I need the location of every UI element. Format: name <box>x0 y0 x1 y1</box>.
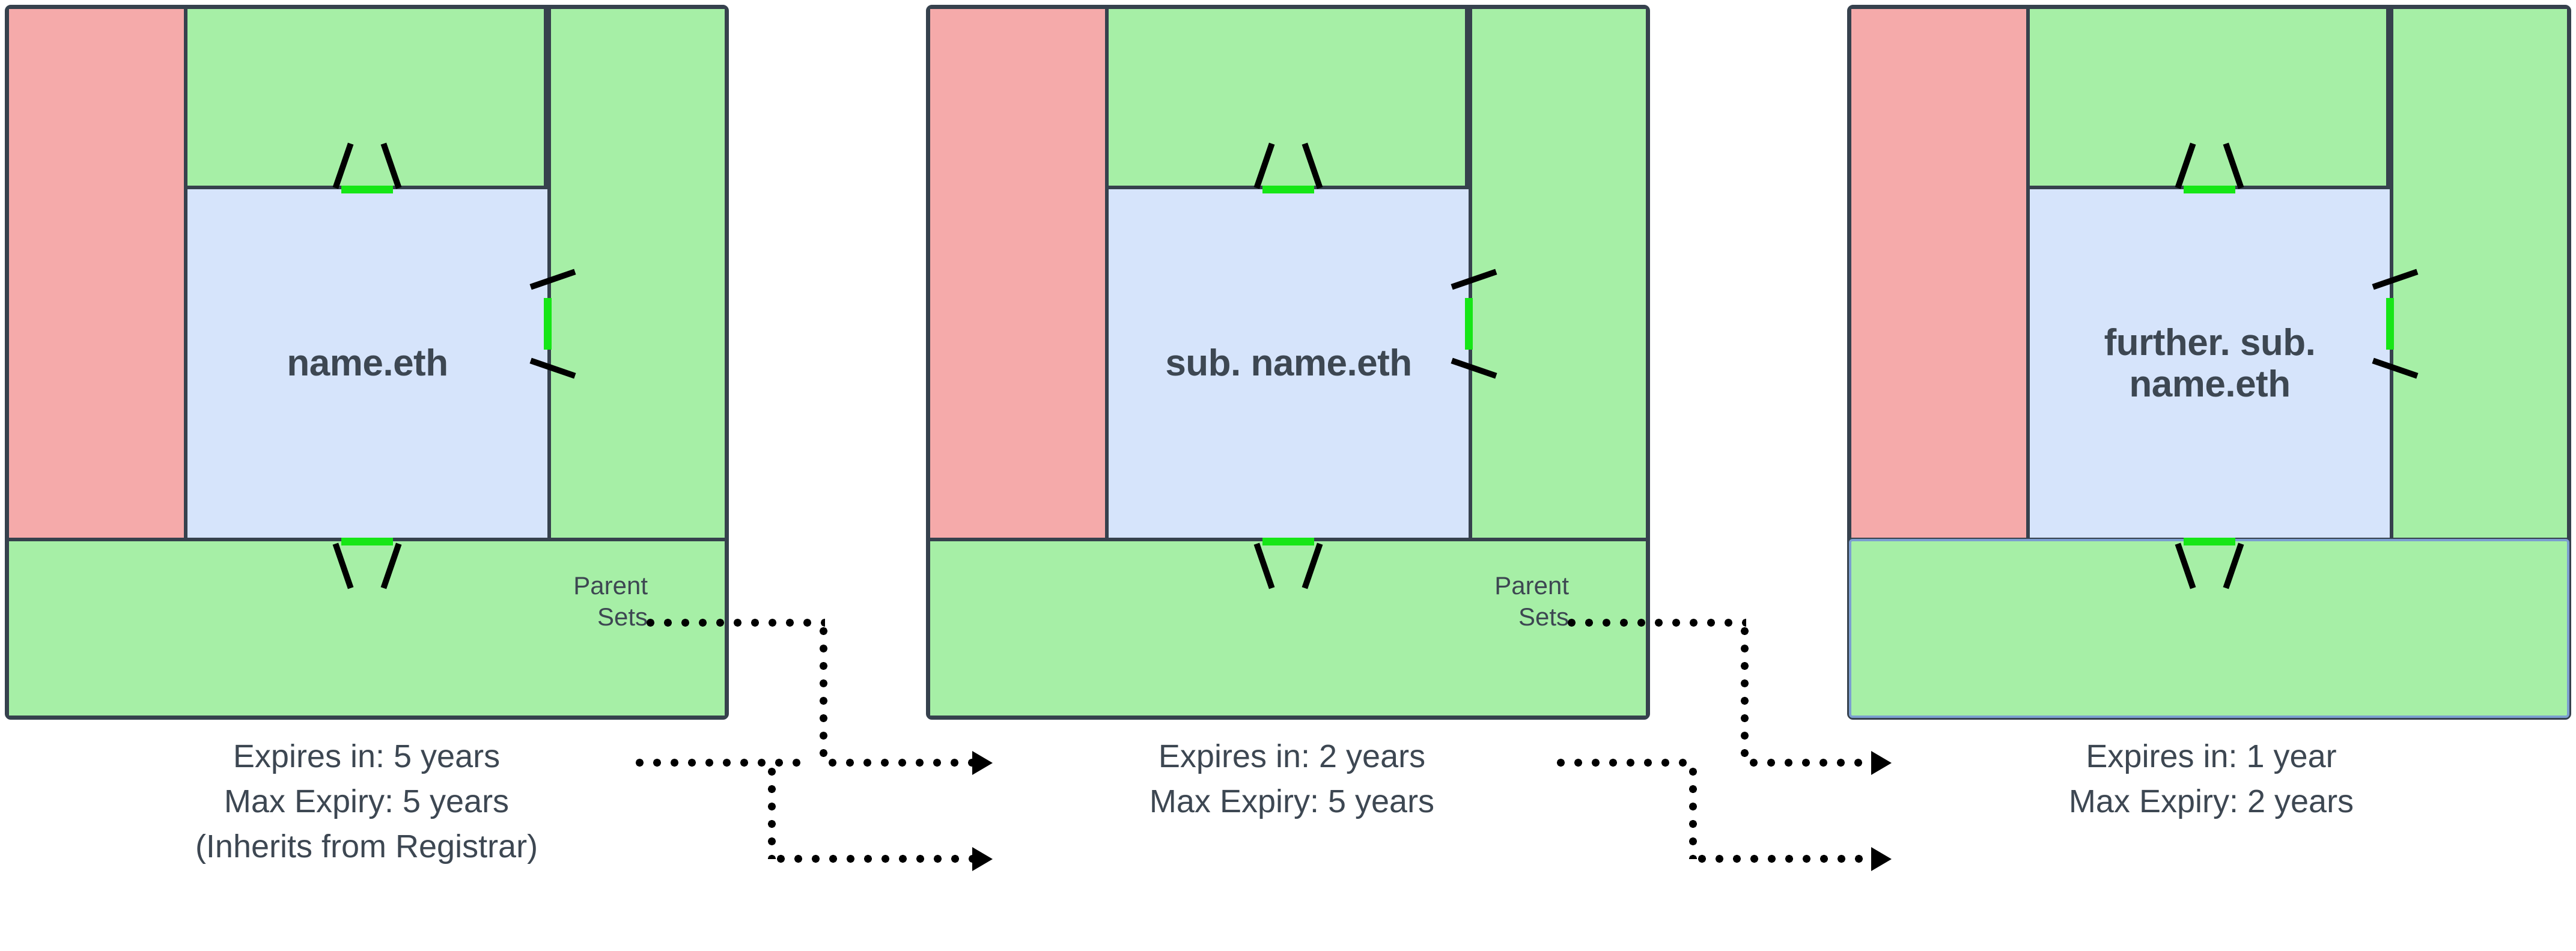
parent-zone-bottom: Parent Sets <box>9 541 725 716</box>
connector-expiry-1-seg-h2 <box>772 855 978 863</box>
gate-bar <box>1262 186 1314 193</box>
connector-expiry-1-seg-h1 <box>631 759 802 767</box>
parent-zone-bottom[interactable] <box>1849 539 2569 718</box>
name-panel-1[interactable]: name.eth Parent Sets <box>5 5 729 720</box>
name-panel-3[interactable]: further. sub. name.eth <box>1847 5 2571 720</box>
caption-note-1: (Inherits from Registrar) <box>195 828 538 864</box>
gate-bar <box>1262 538 1314 545</box>
connector-parent-sets-1-seg-v <box>820 622 827 763</box>
connector-expiry-2-seg-h2 <box>1693 855 1877 863</box>
gate-bar <box>1465 298 1473 350</box>
parent-zone-right <box>1469 9 1646 541</box>
parent-sets-label: Parent Sets <box>573 571 648 631</box>
caption-expires-3: Expires in: 1 year <box>2086 738 2337 774</box>
caption-expires-1: Expires in: 5 years <box>233 738 501 774</box>
gate-bar <box>2386 298 2394 350</box>
name-panel-2[interactable]: sub. name.eth Parent Sets <box>926 5 1650 720</box>
name-box[interactable]: sub. name.eth <box>1109 189 1469 541</box>
connector-parent-sets-2-seg-v <box>1741 622 1749 763</box>
gate-bar <box>341 538 393 545</box>
gate-bar <box>2184 186 2235 193</box>
connector-expiry-1-seg-v <box>768 763 776 859</box>
registrar-zone <box>930 9 1109 541</box>
registrar-zone <box>9 9 187 541</box>
connector-expiry-2-seg-h1 <box>1552 759 1689 767</box>
connector-parent-sets-2-seg-h2 <box>1745 759 1876 767</box>
parent-zone-top <box>187 9 547 189</box>
parent-sets-label: Parent Sets <box>1494 571 1569 631</box>
gate-bar <box>341 186 393 193</box>
gate-bar <box>544 298 552 350</box>
caption-maxexpiry-1: Max Expiry: 5 years <box>224 783 510 819</box>
parent-zone-top <box>2030 9 2390 189</box>
connector-parent-sets-1-seg-h2 <box>824 759 977 767</box>
caption-expires-2: Expires in: 2 years <box>1158 738 1426 774</box>
name-box[interactable]: name.eth <box>187 189 547 541</box>
name-label: sub. name.eth <box>1165 342 1412 384</box>
connector-parent-sets-1-seg-h1 <box>642 619 825 627</box>
parent-zone-right <box>547 9 725 541</box>
connector-parent-sets-2-seg-h1 <box>1563 619 1746 627</box>
parent-zone-top <box>1109 9 1469 189</box>
parent-zone-bottom: Parent Sets <box>930 541 1646 716</box>
caption-maxexpiry-3: Max Expiry: 2 years <box>2068 783 2354 819</box>
connector-expiry-2-seg-v <box>1689 763 1697 859</box>
connector-parent-sets-1-arrowhead <box>972 751 993 775</box>
name-box[interactable]: further. sub. name.eth <box>2030 189 2390 541</box>
name-label: further. sub. name.eth <box>2104 321 2316 405</box>
name-label: name.eth <box>287 342 448 384</box>
connector-parent-sets-2-arrowhead <box>1871 751 1892 775</box>
gate-bar <box>2184 538 2235 545</box>
connector-expiry-1-arrowhead <box>972 847 993 871</box>
caption-maxexpiry-2: Max Expiry: 5 years <box>1149 783 1435 819</box>
registrar-zone <box>1851 9 2030 541</box>
connector-expiry-2-arrowhead <box>1871 847 1892 871</box>
